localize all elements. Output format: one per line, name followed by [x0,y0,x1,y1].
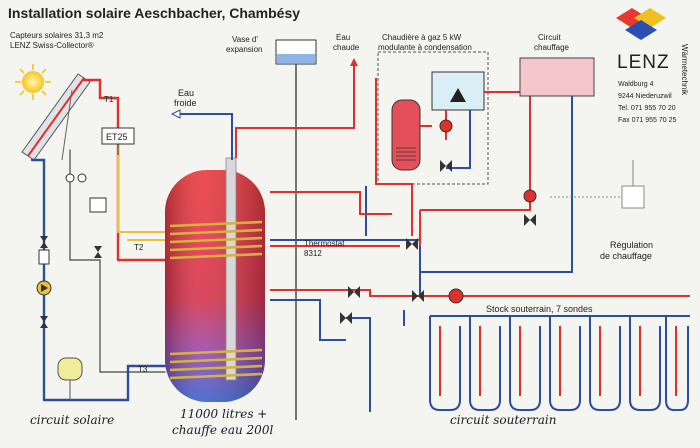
ground-storage-label: Stock souterrain, 7 sondes [486,304,593,314]
ground-valve-icon [412,290,424,302]
probe-6 [629,316,661,411]
lenz-name: LENZ [617,52,670,73]
heating-regulator [550,160,645,209]
lenz-fax: Fax 071 955 70 25 [618,117,676,124]
solar-valve-icon-3 [94,246,102,258]
heating-circuit-label-2: chauffage [534,43,570,52]
controller-et25: ET25 [101,127,135,155]
lenz-tel: Tel. 071 955 70 20 [618,105,676,112]
solar-flow-meter [38,249,50,265]
boiler-valve-icon [440,160,452,172]
boiler-frame [377,51,489,185]
t3-label: T3 [138,365,148,374]
boiler-water-heater [391,99,421,171]
heating-circuit-label-1: Circuit [538,33,561,42]
ground-pump [448,288,464,304]
probe-3 [509,316,541,411]
regulation-label-2: de chauffage [600,251,652,261]
handwritten-ground-circuit: circuit souterrain [450,413,556,427]
cold-water-label-1: Eau [178,88,194,98]
hot-water-label-1: Eau [336,33,350,42]
expansion-label-1: Vase d' [232,35,258,44]
expansion-vessel [275,39,317,420]
solar-valve-icon-2 [40,316,48,328]
boiler-label-1: Chaudière à gaz 5 kW [382,33,462,42]
probe-4 [549,316,581,411]
ground-probes [429,316,689,411]
t2-label: T2 [134,243,144,252]
cold-water-inlet [170,109,233,160]
hot-water-label-2: chaude [333,43,360,52]
handwritten-tank-heater: chauffe eau 200l [172,423,273,437]
expansion-label-2: expansion [226,45,262,54]
et25-label: ET25 [106,132,128,142]
heating-pump [523,189,537,203]
t1-label: T1 [104,95,114,104]
solar-collector [21,73,91,161]
probe-7 [665,316,689,411]
ground-circuit-pipes [270,262,690,412]
tank-valve-icon [348,286,360,298]
boiler-label-2: modulante à condensation [378,43,472,52]
heating-mixing-valve-icon [524,214,536,226]
sun-icon [15,64,51,100]
hot-water-outlet [235,58,358,158]
lenz-address-2: 9244 Niederuzwil [618,93,672,100]
solar-valve-icon [40,236,48,248]
solar-pump [36,280,52,296]
lenz-address-1: Waldburg 4 [618,81,654,88]
heating-radiator [519,57,595,97]
collectors-label-1: Capteurs solaires 31,3 m2 [10,31,104,40]
cold-water-label-2: froide [174,98,197,108]
collectors-label-2: LENZ Swiss-Collector® [10,41,94,50]
heating-valve-icon [406,238,418,250]
gas-boiler [431,71,485,111]
regulation-label-1: Régulation [610,240,653,250]
thermostat-label-1: Thermostat [304,239,345,248]
probe-1 [429,316,461,411]
probe-2 [469,316,501,411]
handwritten-solar-circuit: circuit solaire [30,413,114,427]
lenz-tagline: Wärmetechnik [680,44,689,96]
storage-tank [165,157,265,402]
expansion-vessel-solar [57,357,83,400]
pressure-gauges [65,173,107,213]
lenz-logo [616,8,666,40]
ground-valve-icon-2 [340,312,352,324]
diagram-title: Installation solaire Aeschbacher, Chambé… [8,5,300,21]
thermostat-label-2: 8312 [304,249,322,258]
handwritten-tank-volume: 11000 litres + [180,407,267,421]
boiler-pump [439,119,453,133]
probe-5 [589,316,621,411]
